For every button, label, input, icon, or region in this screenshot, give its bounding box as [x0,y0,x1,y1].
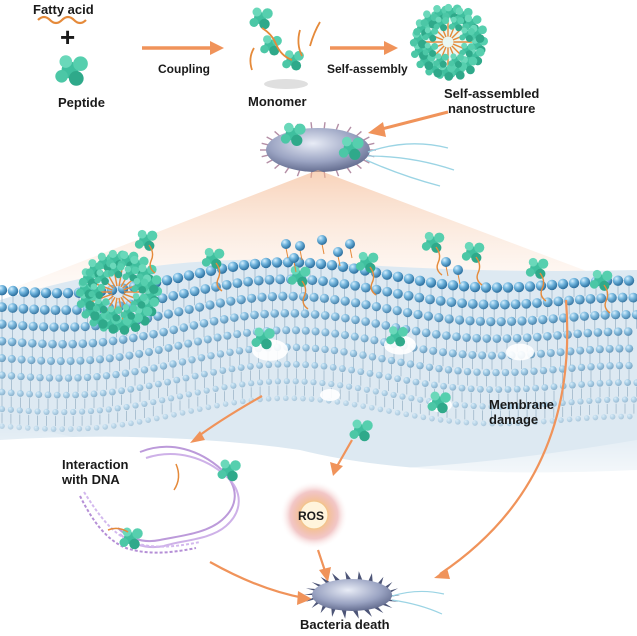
monomer-label: Monomer [248,94,307,109]
membrane-micelle [75,249,163,335]
membrane-damage-line1: Membrane [489,397,555,412]
peptide-label: Peptide [58,95,105,110]
dna-to-death-arrow [209,561,312,605]
ros-icon [280,481,348,549]
to-bacterium-arrow [368,110,449,137]
membrane-damage-label: Membrane damage [489,397,554,427]
nanostructure-label: Self-assembled nanostructure [444,86,539,116]
nanostructure-label-line2: nanostructure [447,101,536,116]
coupling-arrow [142,41,224,55]
dna-interaction-line2: with DNA [62,472,120,487]
peptide-icon [55,55,88,86]
lipid-cluster [281,235,463,285]
free-monomers [134,229,613,314]
dna-interaction-label: Interaction with DNA [62,457,128,487]
dead-bacterium-icon [304,571,445,619]
dna-icon [79,445,241,554]
micelle-icon [409,3,488,81]
nanostructure-label-line1: Self-assembled [444,86,540,101]
to-ros-arrow [330,439,353,476]
dna-interaction-line1: Interaction [62,457,129,472]
bacterium-icon [260,122,455,187]
to-dna-arrow [190,395,263,443]
ros-label: ROS [298,509,325,523]
membrane-damage-line2: damage [489,412,539,427]
plus-sign: + [60,22,76,52]
membrane [0,257,637,500]
self-assembly-arrow [330,41,398,55]
membrane-to-death-arrow [434,299,569,579]
bacteria-death-label: Bacteria death [300,617,390,632]
self-assembly-label: Self-assembly [327,62,408,76]
coupling-label: Coupling [158,62,210,76]
monomer-icon [249,7,321,89]
fatty-acid-label: Fatty acid [33,2,94,17]
fatty-acid-icon [37,15,87,25]
ros-to-death-arrow [316,549,331,582]
